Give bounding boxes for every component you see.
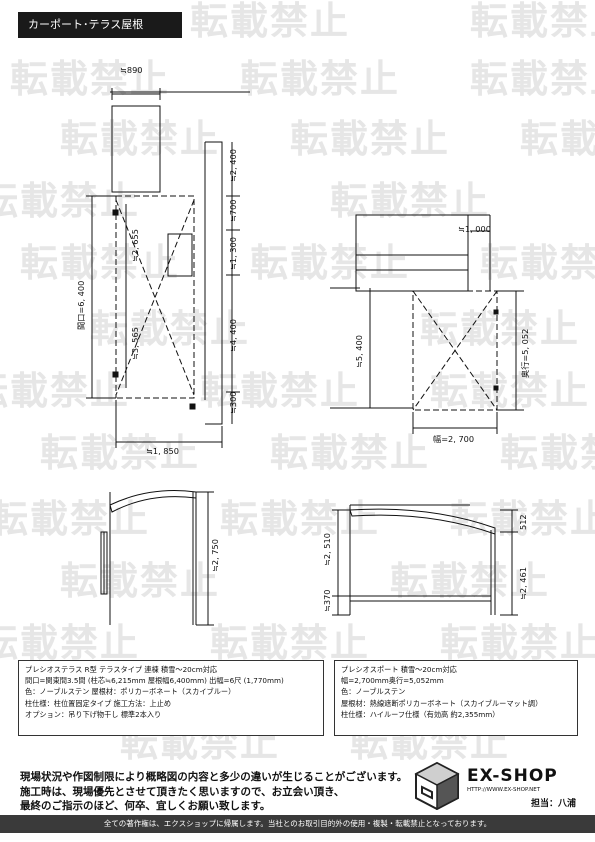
spec-box-terrace: プレシオステラス R型 テラスタイプ 連棟 積雪～20cm対応 間口=関東間3.… bbox=[18, 660, 324, 736]
notice-line: 現場状況や作図制限により概略図の内容と多少の違いが生じることがございます。 bbox=[20, 771, 408, 783]
plan-terrace-labels: ≒890 間口=6, 400 ≒2, 655 ≒3, 565 ≒2, 400 ≒… bbox=[76, 65, 238, 456]
watermark-text: 転載禁止 bbox=[500, 431, 595, 475]
watermark-text: 転載禁止 bbox=[250, 241, 411, 285]
notice-line: 最終のご指示のほど、何卒、宜しくお願い致します。 bbox=[20, 800, 271, 812]
post-marker bbox=[112, 209, 119, 216]
dim-700: ≒700 bbox=[228, 200, 238, 223]
watermark-text: 転載禁止 bbox=[60, 117, 221, 161]
house-block bbox=[355, 214, 469, 292]
cube-logo-icon bbox=[414, 761, 460, 810]
spec-line: 色：ノーブルステン 屋根材：ポリカーボネート（スカイブルー） bbox=[25, 687, 236, 697]
watermark-text: 転載禁止 bbox=[210, 621, 371, 665]
hanging-rack bbox=[167, 233, 193, 277]
dim-2400: ≒2, 400 bbox=[228, 149, 238, 182]
watermark-text: 転載禁止 bbox=[190, 0, 351, 43]
spec-line: 間口=関東間3.5間 (柱芯≒6,215mm 屋根幅6,400mm) 出幅=6尺… bbox=[25, 676, 284, 686]
carport-roof-outline bbox=[412, 290, 498, 411]
dim-512: 512 bbox=[518, 514, 528, 530]
watermark-text: 転載禁止 bbox=[0, 497, 151, 541]
staff-name: 担当：八浦 bbox=[531, 799, 577, 809]
dim-2750: ≒2, 750 bbox=[210, 539, 220, 572]
post-marker bbox=[112, 371, 119, 378]
dim-2655: ≒2, 655 bbox=[130, 229, 140, 262]
dim-2510: ≒2, 510 bbox=[322, 533, 332, 566]
watermark-text: 転載禁止 bbox=[0, 621, 141, 665]
watermark-text: 転載禁止 bbox=[0, 179, 141, 223]
spec-box-carport: プレシオスポート 積雪～20cm対応 幅=2,700mm奥行=5,052mm 色… bbox=[334, 660, 578, 736]
plan-carport bbox=[330, 214, 524, 434]
watermark-text: 転載禁止 bbox=[200, 369, 361, 413]
watermark-text: 転載禁止 bbox=[220, 497, 381, 541]
dim-1000: ≒1, 000 bbox=[458, 224, 491, 234]
dim-2461: ≒2, 461 bbox=[518, 567, 528, 600]
watermark-text: 転載禁止 bbox=[60, 559, 221, 603]
watermark-text: 転載禁止 bbox=[470, 57, 595, 101]
post-marker bbox=[189, 403, 196, 410]
watermark-text: 転載禁止 bbox=[240, 57, 401, 101]
dim-4400: ≒4, 400 bbox=[228, 319, 238, 352]
watermark-text: 転載禁止 bbox=[0, 369, 131, 413]
watermark-text: 転載禁止 bbox=[20, 241, 181, 285]
notice-line: 施工時は、現場優先とさせて頂きたく思いますので、お立会い頂き、 bbox=[20, 785, 345, 798]
watermark-text: 転載禁止 bbox=[40, 431, 201, 475]
terrace-roof bbox=[109, 490, 197, 513]
plan-terrace bbox=[86, 88, 250, 448]
dim-width-1850: ≒1, 850 bbox=[146, 446, 179, 456]
watermark-text: 転載禁止 bbox=[420, 307, 581, 351]
spec-line: 柱仕様：柱位置固定タイプ 施工方法：上止め bbox=[25, 698, 172, 708]
dim-300: ≒300 bbox=[228, 392, 238, 415]
roof-outline bbox=[116, 195, 195, 399]
post-marker bbox=[493, 385, 499, 391]
spec-line: プレシオステラス R型 テラスタイプ 連棟 積雪～20cm対応 bbox=[25, 665, 218, 674]
spec-line: 屋根材：熱線遮断ポリカーボネート（スカイブルーマット調） bbox=[341, 698, 543, 708]
plan-carport-labels: ≒1, 000 ≒5, 400 奥行=5, 052 幅=2, 700 bbox=[354, 224, 530, 444]
elevation-carport-labels: ≒2, 510 ≒370 512 ≒2, 461 bbox=[322, 514, 528, 612]
dim-width-890: ≒890 bbox=[120, 65, 143, 75]
ex-shop-logo: EX-SHOP HTTP://WWW.EX-SHOP.NET 担当：八浦 bbox=[413, 760, 583, 810]
watermark-text: 転載禁止 bbox=[470, 0, 595, 43]
footer-copyright: 全ての著作権は、エクスショップに帰属します。当社とのお取引目的外の使用・複製・転… bbox=[0, 815, 595, 833]
watermark-text: 転載禁止 bbox=[290, 117, 451, 161]
spec-line: プレシオスポート 積雪～20cm対応 bbox=[341, 665, 457, 674]
spec-line: 色：ノーブルステン bbox=[341, 687, 406, 697]
dim-5400: ≒5, 400 bbox=[354, 335, 364, 368]
roof-diagonal bbox=[115, 199, 195, 396]
carport-roof bbox=[349, 508, 496, 535]
watermark-text: 転載禁止 bbox=[430, 369, 591, 413]
dim-370: ≒370 bbox=[322, 590, 332, 613]
dim-depth: 奥行=5, 052 bbox=[520, 329, 530, 378]
watermark-text: 転載禁止 bbox=[440, 621, 595, 665]
brand-name: EX-SHOP bbox=[467, 766, 558, 786]
post-marker bbox=[493, 309, 499, 315]
elevation-carport bbox=[332, 504, 518, 616]
spec-line: オプション：吊り下げ物干し 標準2本入り bbox=[25, 709, 162, 719]
notice-text: 現場状況や作図制限により概略図の内容と多少の違いが生じることがございます。 施工… bbox=[20, 770, 407, 814]
dim-frontage: 間口=6, 400 bbox=[76, 281, 86, 330]
page-title: カーポート･テラス屋根 bbox=[18, 12, 182, 38]
elevation-terrace bbox=[100, 490, 214, 626]
spec-line: 柱仕様：ハイルーフ仕様（有効高 約2,355mm） bbox=[341, 709, 500, 719]
side-wall bbox=[205, 141, 223, 425]
watermark-text: 転載禁止 bbox=[480, 241, 595, 285]
roof-diagonal bbox=[115, 199, 195, 396]
dim-1300: ≒1, 300 bbox=[228, 237, 238, 270]
spec-line: 幅=2,700mm奥行=5,052mm bbox=[341, 676, 444, 686]
watermark-text: 転載禁止 bbox=[520, 117, 595, 161]
watermark-text: 転載禁止 bbox=[270, 431, 431, 475]
watermark-text: 転載禁止 bbox=[450, 497, 595, 541]
brand-url: HTTP://WWW.EX-SHOP.NET bbox=[467, 787, 541, 793]
dim-width-2700: 幅=2, 700 bbox=[433, 434, 474, 444]
roof-diagonal bbox=[412, 290, 498, 411]
house-window-block bbox=[111, 105, 161, 193]
dim-3565: ≒3, 565 bbox=[130, 327, 140, 360]
